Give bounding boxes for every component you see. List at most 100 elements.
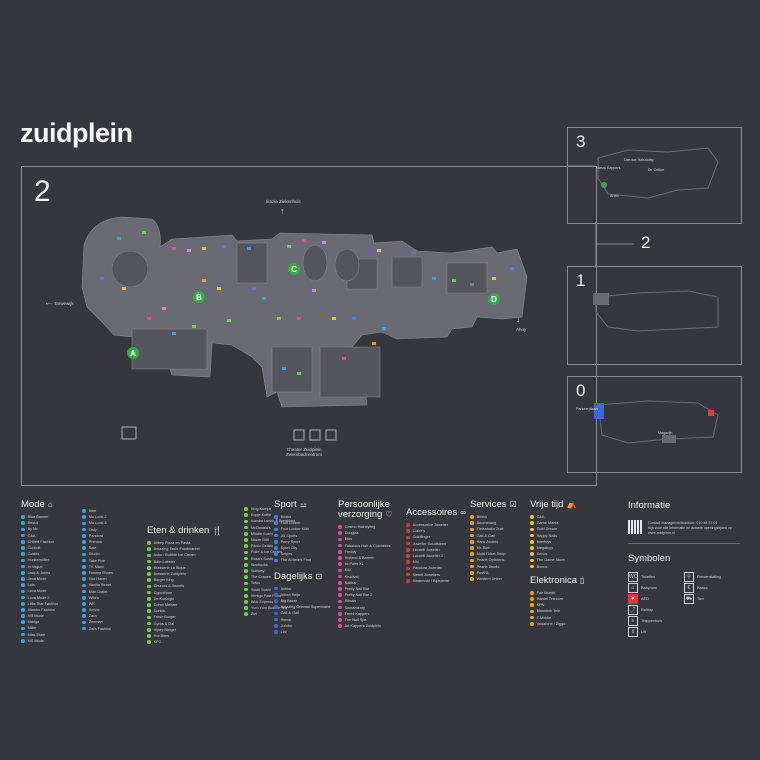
- dagelijks-item[interactable]: Amazing Oriental Supermarkt: [274, 604, 330, 610]
- vrijetijd-item[interactable]: The Game Store: [530, 557, 584, 563]
- mode-item[interactable]: Mango: [21, 619, 58, 625]
- eten-item[interactable]: Burger King: [147, 577, 222, 583]
- eten-item[interactable]: Poke & Ice Cream: [244, 549, 295, 555]
- floor-1-map[interactable]: 1: [567, 266, 742, 365]
- verzorging-item[interactable]: Holland & Barrett: [338, 555, 402, 561]
- accessoires-item[interactable]: Pandora Juwelier: [406, 565, 466, 571]
- services-item[interactable]: Hans Anders: [470, 539, 517, 545]
- eten-item[interactable]: Nazar Grill: [244, 537, 295, 543]
- eten-item[interactable]: Gyros & Dal: [147, 620, 222, 626]
- mode-item[interactable]: Tommy Shoes: [82, 570, 113, 576]
- eten-item[interactable]: Bam Lobster: [147, 559, 222, 565]
- eten-item[interactable]: Komba Lunch & Breakfast: [244, 518, 295, 524]
- mode-item[interactable]: Pandora: [82, 533, 113, 539]
- eten-item[interactable]: McDonald's: [244, 525, 295, 531]
- verzorging-item[interactable]: Etos: [338, 536, 402, 542]
- qr-code[interactable]: [628, 520, 642, 534]
- sport-item[interactable]: Perry Sport: [274, 539, 330, 545]
- verzorging-item[interactable]: Pretty Nail Bar 2: [338, 592, 402, 598]
- sport-item[interactable]: Foot Locker Kids: [274, 526, 330, 532]
- mode-item[interactable]: Coolcat: [21, 545, 58, 551]
- dagelijks-item[interactable]: Big Bazar: [274, 598, 330, 604]
- eten-item[interactable]: Churros & Sweets: [147, 583, 222, 589]
- eten-item[interactable]: Brasserie Zuidplein: [147, 571, 222, 577]
- mode-item[interactable]: WE: [82, 601, 113, 607]
- vrijetijd-item[interactable]: Game Mania: [530, 520, 584, 526]
- mode-item[interactable]: Blue Banner: [21, 514, 58, 520]
- eten-item[interactable]: King Kumpir: [244, 506, 295, 512]
- eten-item[interactable]: Wok Express: [244, 599, 295, 605]
- mode-item[interactable]: Hunkemöller: [21, 557, 58, 563]
- mode-item[interactable]: In Vogue: [21, 564, 58, 570]
- mode-item[interactable]: Mu Look 3: [82, 520, 113, 526]
- verzorging-item[interactable]: Kruidvat: [338, 574, 402, 580]
- verzorging-item[interactable]: Sacramenty: [338, 604, 402, 610]
- mode-item[interactable]: Wibra: [82, 595, 113, 601]
- mode-item[interactable]: Miss Etam: [21, 632, 58, 638]
- dagelijks-item[interactable]: Gall & Gall: [274, 610, 330, 616]
- dagelijks-item[interactable]: Hema: [274, 616, 330, 622]
- eten-item[interactable]: KFC: [147, 639, 222, 645]
- mode-item[interactable]: C&A: [21, 533, 58, 539]
- sport-item[interactable]: Bristol: [274, 514, 330, 520]
- eten-item[interactable]: Hot Bites: [147, 633, 222, 639]
- verzorging-item[interactable]: The Nail Spa: [338, 617, 402, 623]
- accessoires-item[interactable]: Siebel Juweliers: [406, 572, 466, 578]
- vrijetijd-item[interactable]: Xenos: [530, 551, 584, 557]
- mode-item[interactable]: Jean Mode: [21, 576, 58, 582]
- dagelijks-item[interactable]: Jumbo: [274, 623, 330, 629]
- elektronica-item[interactable]: T-Mobile: [530, 614, 584, 620]
- services-item[interactable]: PostNL: [470, 570, 517, 576]
- eten-item[interactable]: Hipey Meiger: [147, 627, 222, 633]
- eten-item[interactable]: Subway: [244, 568, 295, 574]
- sport-item[interactable]: Sport City: [274, 545, 330, 551]
- sport-item[interactable]: Snipes: [274, 551, 330, 557]
- mode-item[interactable]: By Mr.: [21, 526, 58, 532]
- services-item[interactable]: Western Union: [470, 576, 517, 582]
- verzorging-item[interactable]: Fabulous Hair & Cosmetics: [338, 543, 402, 549]
- mode-item[interactable]: Lola: [21, 582, 58, 588]
- elektronica-item[interactable]: Vodafone / Ziggo: [530, 621, 584, 627]
- mode-item[interactable]: Only: [82, 527, 113, 533]
- accessoires-item[interactable]: Mio: [406, 559, 466, 565]
- mode-item[interactable]: MS Mode: [21, 613, 58, 619]
- mode-item[interactable]: Zara Fashion: [82, 626, 113, 632]
- verzorging-item[interactable]: Douglas: [338, 530, 402, 536]
- vrijetijd-item[interactable]: Bonus: [530, 564, 584, 570]
- vrijetijd-item[interactable]: Happy Nails: [530, 533, 584, 539]
- vrijetijd-item[interactable]: Intertoys: [530, 539, 584, 545]
- services-item[interactable]: Gall & Gall: [470, 533, 517, 539]
- sport-item[interactable]: Foot Locker: [274, 520, 330, 526]
- mode-item[interactable]: Chilled Fashion: [21, 539, 58, 545]
- eten-item[interactable]: Rosa's Sushi: [244, 556, 295, 562]
- eten-item[interactable]: The Crepes: [244, 574, 295, 580]
- sport-item[interactable]: The Athlete's Foot: [274, 557, 330, 563]
- services-item[interactable]: Multi Ticket Shop: [470, 551, 517, 557]
- verzorging-item[interactable]: Cosmo Hairstyling: [338, 524, 402, 530]
- mode-item[interactable]: Costes: [21, 551, 58, 557]
- mode-item[interactable]: Man Outlet: [82, 588, 113, 594]
- eten-item[interactable]: Yoshi Sushi: [244, 586, 295, 592]
- mode-item[interactable]: Primark: [82, 539, 113, 545]
- accessoires-item[interactable]: Lucardi Juwelier 2: [406, 553, 466, 559]
- verzorging-item[interactable]: Art Kappers Zuidplein: [338, 623, 402, 629]
- mode-item[interactable]: Van Haren: [82, 576, 113, 582]
- mode-item[interactable]: Mambo Fashion: [21, 607, 58, 613]
- mode-item[interactable]: Nike: [82, 508, 113, 514]
- mode-item[interactable]: Vanilla Street: [82, 582, 113, 588]
- floor-3-map[interactable]: 3 Dierdoe Halsdolfig Nieuw Kappers Dr. O…: [567, 127, 742, 224]
- verzorging-item[interactable]: Trend Kappers: [338, 611, 402, 617]
- eten-item[interactable]: Doner Meister: [147, 602, 222, 608]
- mode-item[interactable]: Lova Mode: [21, 588, 58, 594]
- sport-item[interactable]: JD Sports: [274, 533, 330, 539]
- dagelijks-item[interactable]: Albert Heijn: [274, 592, 330, 598]
- services-item[interactable]: Pearle Studio: [470, 564, 517, 570]
- eten-item[interactable]: Middle Sushi: [244, 531, 295, 537]
- floor-0-map[interactable]: 0 Parkeerplaats Magazijn: [567, 376, 742, 473]
- eten-item[interactable]: Brasserie La Bique: [147, 565, 222, 571]
- mode-item[interactable]: Zara: [82, 613, 113, 619]
- mode-item[interactable]: Lova Mode 2: [21, 594, 58, 600]
- vrijetijd-item[interactable]: C&A: [530, 514, 584, 520]
- mode-item[interactable]: Bristol: [21, 520, 58, 526]
- elektronica-item[interactable]: Monstrek Tele: [530, 608, 584, 614]
